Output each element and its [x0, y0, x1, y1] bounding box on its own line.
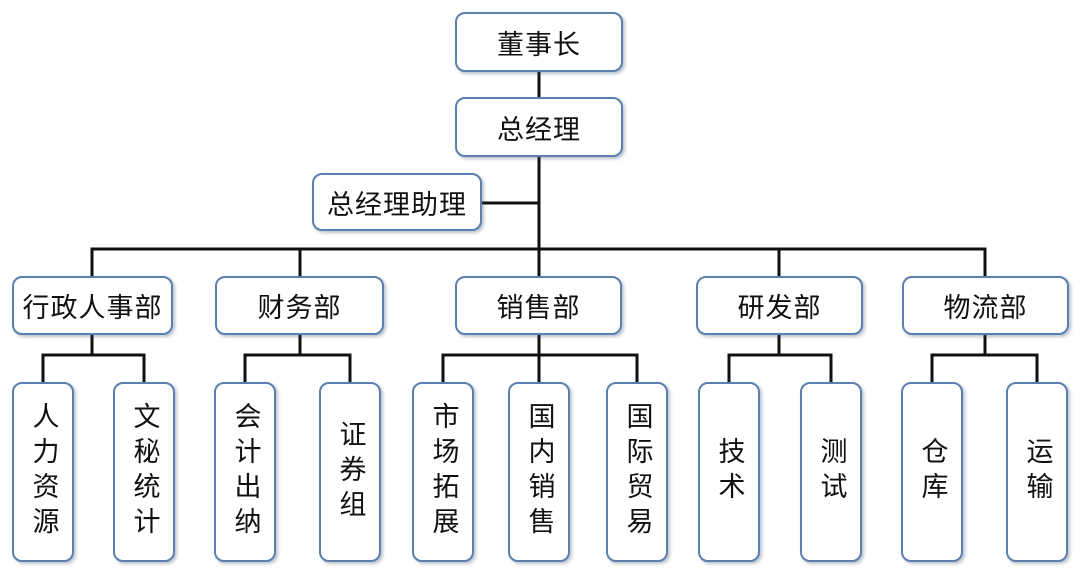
unit-label: 国内销售 [523, 402, 555, 542]
node-chairman-label: 董事长 [497, 29, 581, 61]
unit-label: 测试 [815, 437, 847, 507]
unit-label: 市场拓展 [427, 402, 459, 542]
node-gm-assistant-label: 总经理助理 [327, 189, 467, 221]
dept-logistics-label: 物流部 [943, 293, 1028, 324]
node-dept-sales: 销售部 [455, 276, 622, 335]
unit-label: 运输 [1021, 437, 1053, 507]
dept-rnd-label: 研发部 [737, 293, 822, 324]
unit-label: 人力资源 [27, 402, 59, 542]
node-unit-admin-1: 人力资源 [12, 382, 74, 562]
dept-sales-label: 销售部 [496, 293, 581, 324]
unit-label: 国际贸易 [621, 402, 653, 542]
node-dept-logistics: 物流部 [902, 276, 1069, 335]
node-general-manager: 总经理 [455, 97, 623, 157]
unit-label: 会计出纳 [229, 402, 261, 542]
node-dept-admin-hr: 行政人事部 [12, 276, 173, 335]
node-unit-logistics-2: 运输 [1006, 382, 1068, 562]
node-general-manager-label: 总经理 [497, 114, 581, 146]
unit-label: 仓库 [916, 437, 948, 507]
node-unit-finance-1: 会计出纳 [214, 382, 276, 562]
node-gm-assistant: 总经理助理 [312, 173, 482, 231]
node-unit-sales-1: 市场拓展 [412, 382, 474, 562]
unit-label: 技术 [713, 437, 745, 507]
node-unit-sales-2: 国内销售 [508, 382, 570, 562]
node-chairman: 董事长 [455, 12, 623, 72]
node-unit-sales-3: 国际贸易 [606, 382, 668, 562]
node-unit-logistics-1: 仓库 [901, 382, 963, 562]
node-unit-finance-2: 证券组 [319, 382, 381, 562]
node-unit-admin-2: 文秘统计 [113, 382, 175, 562]
node-unit-rnd-1: 技术 [698, 382, 760, 562]
unit-label: 证券组 [334, 419, 366, 525]
node-dept-finance: 财务部 [215, 276, 384, 335]
dept-finance-label: 财务部 [257, 293, 342, 324]
unit-label: 文秘统计 [128, 402, 160, 542]
node-dept-rnd: 研发部 [696, 276, 863, 335]
node-unit-rnd-2: 测试 [800, 382, 862, 562]
dept-admin-hr-label: 行政人事部 [22, 293, 163, 324]
